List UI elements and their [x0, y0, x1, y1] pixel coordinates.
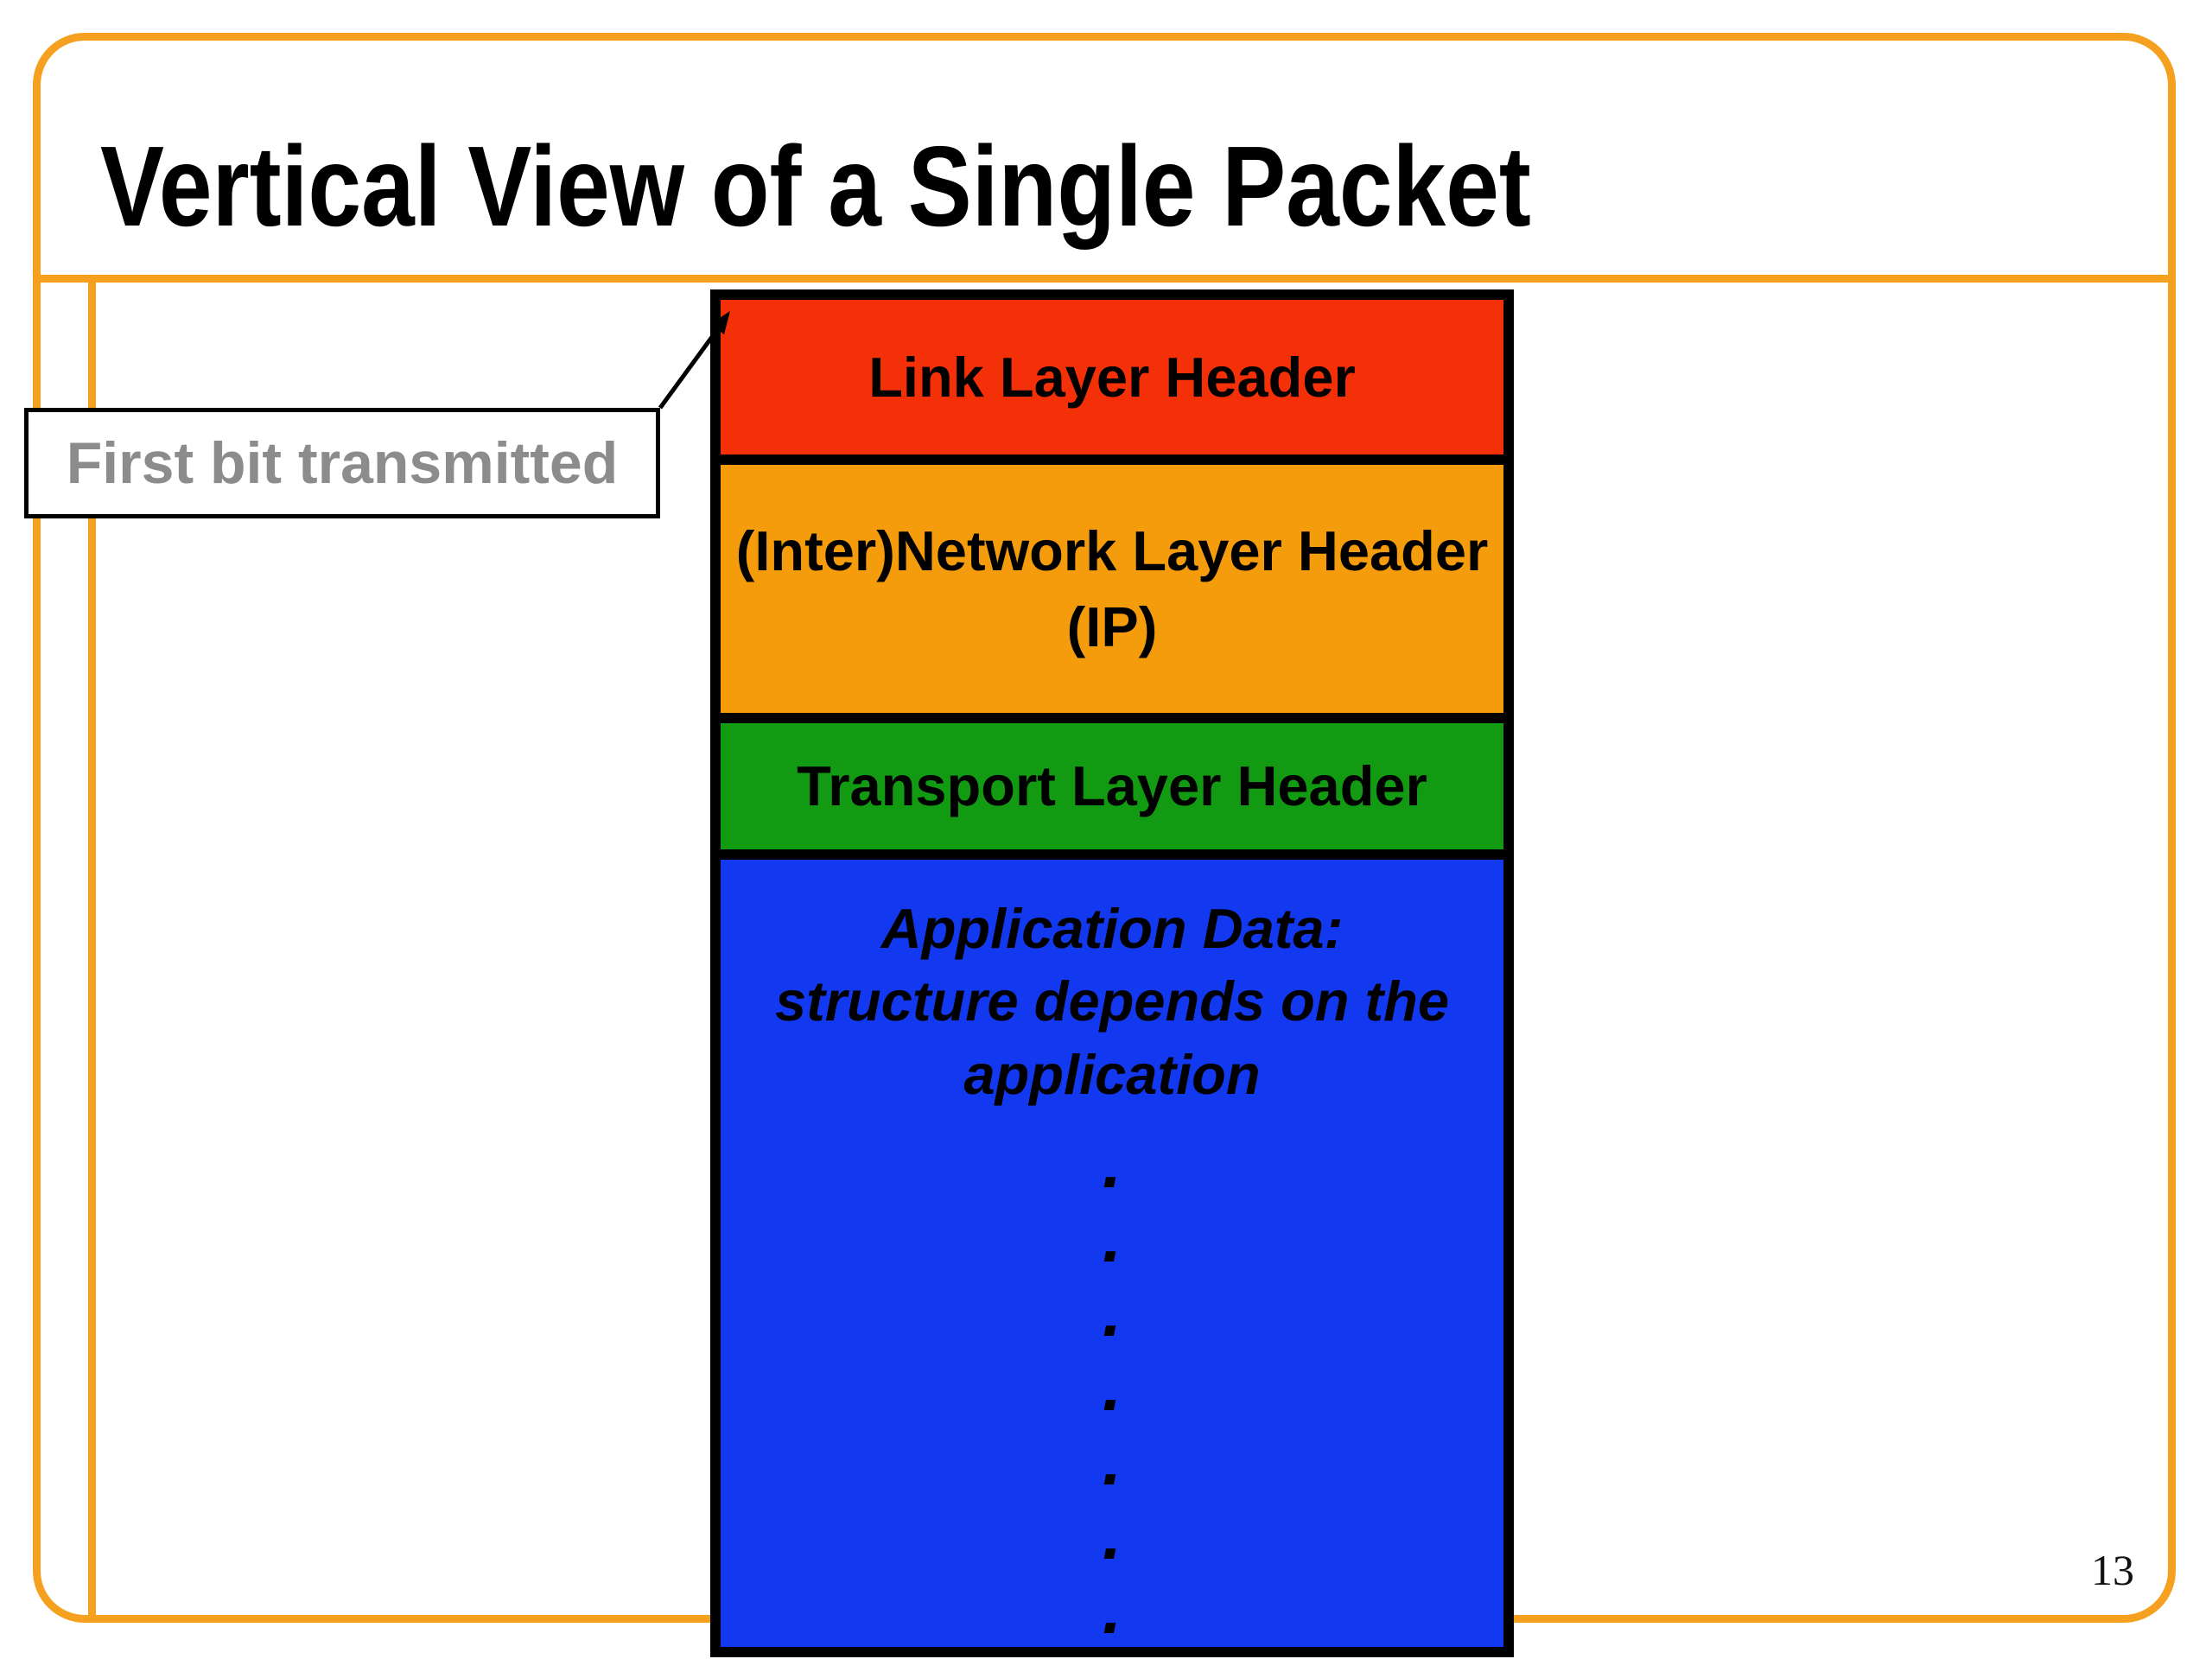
packet-stack: Link Layer Header (Inter)Network Layer H… — [710, 289, 1514, 1657]
first-bit-callout-label: First bit transmitted — [66, 430, 619, 496]
layer-transport-label: Transport Layer Header — [797, 753, 1427, 817]
first-bit-callout: First bit transmitted — [24, 408, 660, 518]
layer-application-data: Application Data: structure depends on t… — [721, 849, 1503, 1647]
layer-link-header: Link Layer Header — [721, 300, 1503, 455]
left-accent-line — [88, 275, 96, 1623]
callout-arrow — [658, 311, 730, 410]
ellipsis-dot: . — [1102, 1571, 1122, 1648]
page-number: 13 — [2091, 1546, 2134, 1594]
application-data-line: Application Data: — [880, 896, 1344, 960]
ellipsis-dot: . — [1102, 1125, 1122, 1202]
ellipsis-dot: . — [1102, 1497, 1122, 1573]
ellipsis-dot: . — [1102, 1348, 1122, 1425]
application-data-line: structure depends on the — [774, 969, 1450, 1033]
layer-transport-header: Transport Layer Header — [721, 713, 1503, 849]
layer-network-label: (Inter)Network Layer Header (IP) — [735, 518, 1489, 658]
layer-link-label: Link Layer Header — [868, 345, 1356, 409]
application-data-line: application — [963, 1042, 1261, 1106]
ellipsis-dot: . — [1102, 1199, 1122, 1276]
title-separator-line — [36, 275, 2176, 283]
slide-title: Vertical View of a Single Packet — [100, 123, 1531, 250]
layer-network-header: (Inter)Network Layer Header (IP) — [721, 454, 1503, 714]
ellipsis-dot: . — [1102, 1422, 1122, 1499]
ellipsis-dots: . . . . . . . — [1103, 1127, 1122, 1647]
ellipsis-dot: . — [1102, 1274, 1122, 1351]
